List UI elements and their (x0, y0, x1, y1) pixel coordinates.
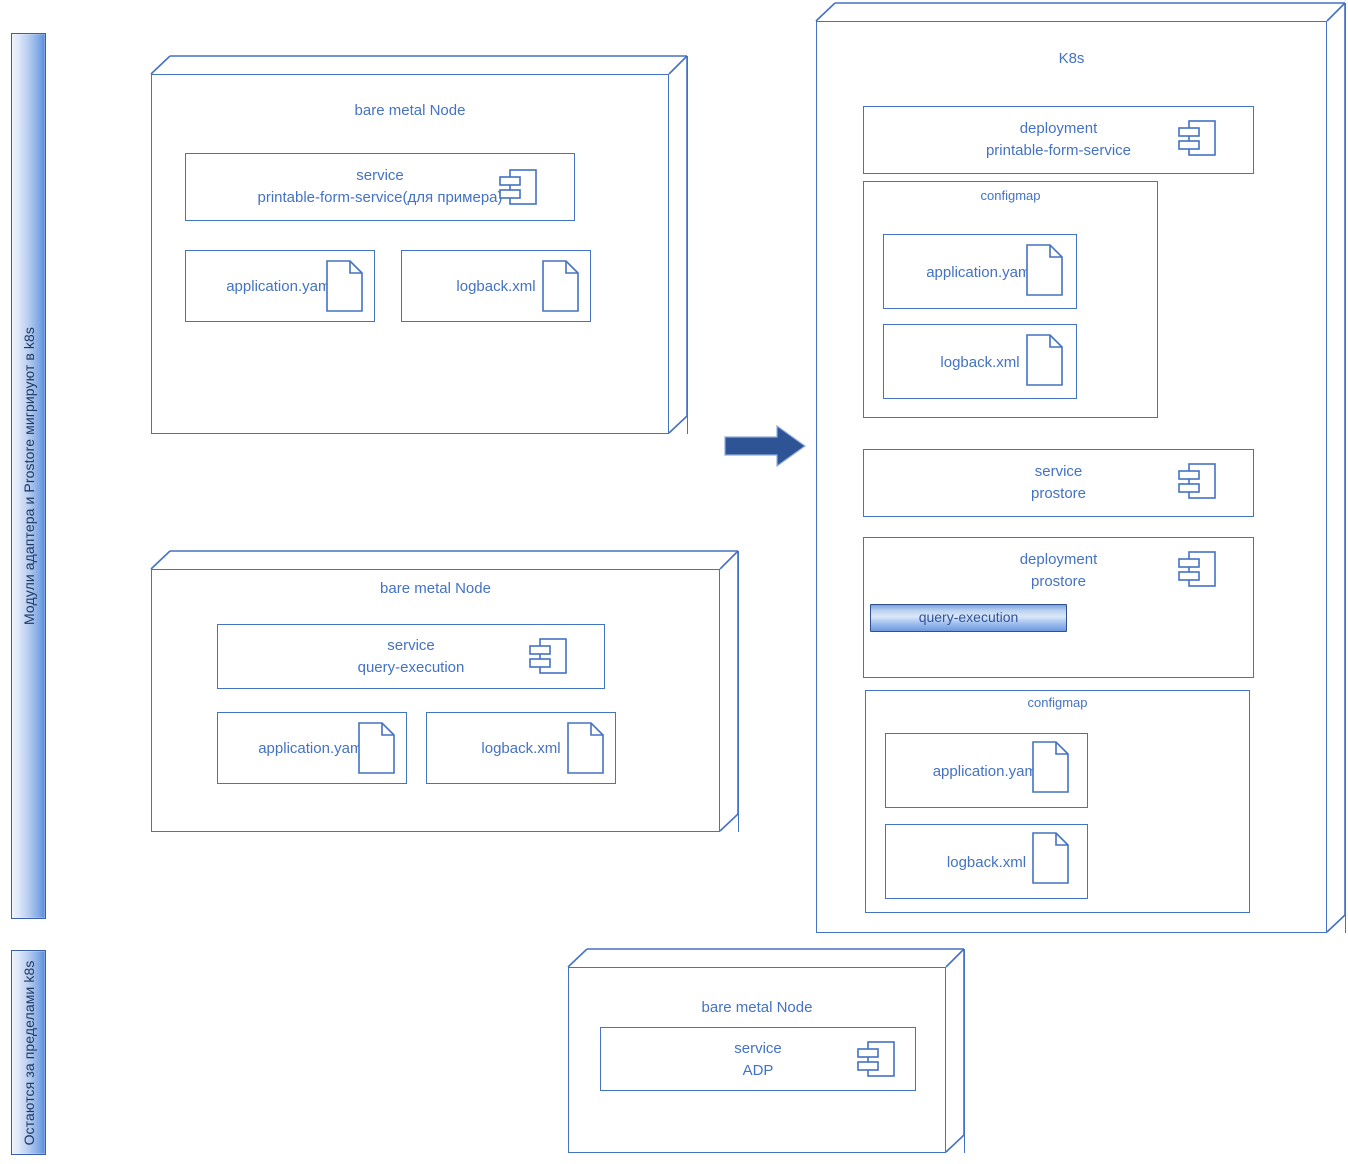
deployment-line2: printable-form-service (985, 142, 1132, 159)
k8s-title: K8s (1058, 50, 1085, 67)
file-label: logback.xml (456, 278, 536, 295)
service-line1: service (1034, 463, 1083, 480)
file-box-application-yaml[interactable]: application.yaml (883, 234, 1077, 309)
deployment-printable-form-service[interactable]: deployment printable-form-service (863, 106, 1254, 174)
service-adp[interactable]: service ADP (600, 1027, 916, 1091)
file-box-application-yaml[interactable]: application.yaml (217, 712, 407, 784)
document-icon (542, 260, 579, 312)
node-side-face (669, 56, 688, 434)
file-box-logback-xml[interactable]: logback.xml (883, 324, 1077, 399)
component-icon (857, 1041, 895, 1077)
file-box-logback-xml[interactable]: logback.xml (401, 250, 591, 322)
file-box-application-yaml[interactable]: application.yaml (185, 250, 375, 322)
file-label: application.yaml (226, 278, 334, 295)
configmap-bottom: configmap application.yaml logback.xml (865, 690, 1250, 913)
bare-metal-node-printable-form: bare metal Node service printable-form-s… (150, 55, 688, 434)
document-icon (326, 260, 363, 312)
service-line1: service (356, 167, 404, 184)
node-title: bare metal Node (701, 999, 813, 1016)
file-label: application.yaml (932, 763, 1041, 780)
band-outside-label: Остаются за пределами k8s (20, 960, 37, 1145)
service-line1: service (734, 1040, 782, 1057)
configmap-top: configmap application.yaml logback.xml (863, 181, 1158, 418)
service-line2: ADP (742, 1062, 774, 1079)
component-icon (1178, 551, 1216, 587)
service-printable-form-service[interactable]: service printable-form-service(для приме… (185, 153, 575, 221)
configmap-title: configmap (1027, 695, 1088, 710)
configmap-title: configmap (980, 188, 1041, 203)
file-box-logback-xml[interactable]: logback.xml (426, 712, 616, 784)
file-label: logback.xml (946, 854, 1027, 871)
bare-metal-node-adp: bare metal Node service ADP (567, 948, 965, 1153)
document-icon (567, 722, 604, 774)
service-query-execution[interactable]: service query-execution (217, 624, 605, 689)
bare-metal-node-query-execution: bare metal Node service query-execution … (150, 550, 739, 832)
component-icon (1178, 463, 1216, 499)
node-front-face (151, 569, 720, 832)
file-label: application.yaml (258, 740, 366, 757)
node-title: bare metal Node (354, 102, 466, 119)
deployment-line2: prostore (1030, 573, 1087, 590)
node-side-face (720, 551, 739, 832)
file-box-logback-xml[interactable]: logback.xml (885, 824, 1088, 899)
node-side-face (946, 949, 965, 1153)
file-box-application-yaml[interactable]: application.yaml (885, 733, 1088, 808)
file-label: logback.xml (481, 740, 561, 757)
band-migrating-label: Модули адаптера и Prostore мигрируют в k… (20, 327, 37, 625)
file-label: application.yaml (926, 264, 1034, 281)
service-line2: prostore (1030, 485, 1087, 502)
service-line1: service (387, 637, 435, 654)
k8s-side-face (1327, 3, 1346, 933)
document-icon (1026, 244, 1063, 296)
node-title: bare metal Node (380, 580, 491, 597)
document-icon (1032, 741, 1069, 793)
service-prostore[interactable]: service prostore (863, 449, 1254, 517)
file-label: logback.xml (940, 354, 1020, 371)
deployment-line1: deployment (1019, 120, 1098, 137)
deployment-prostore[interactable]: deployment prostore query-execution (863, 537, 1254, 678)
document-icon (358, 722, 395, 774)
component-icon (1178, 120, 1216, 156)
migration-arrow (724, 425, 806, 467)
component-icon (529, 638, 567, 674)
document-icon (1026, 334, 1063, 386)
k8s-container: K8s deployment printable-form-service co… (815, 2, 1346, 933)
band-outside-k8s: Остаются за пределами k8s (11, 950, 46, 1155)
band-migrating-to-k8s: Модули адаптера и Prostore мигрируют в k… (11, 33, 46, 919)
deployment-line1: deployment (1019, 551, 1098, 568)
query-execution-button[interactable]: query-execution (870, 604, 1067, 632)
document-icon (1032, 832, 1069, 884)
component-icon (499, 169, 537, 205)
service-line2: printable-form-service(для примера) (257, 189, 503, 206)
service-line2: query-execution (357, 659, 465, 676)
